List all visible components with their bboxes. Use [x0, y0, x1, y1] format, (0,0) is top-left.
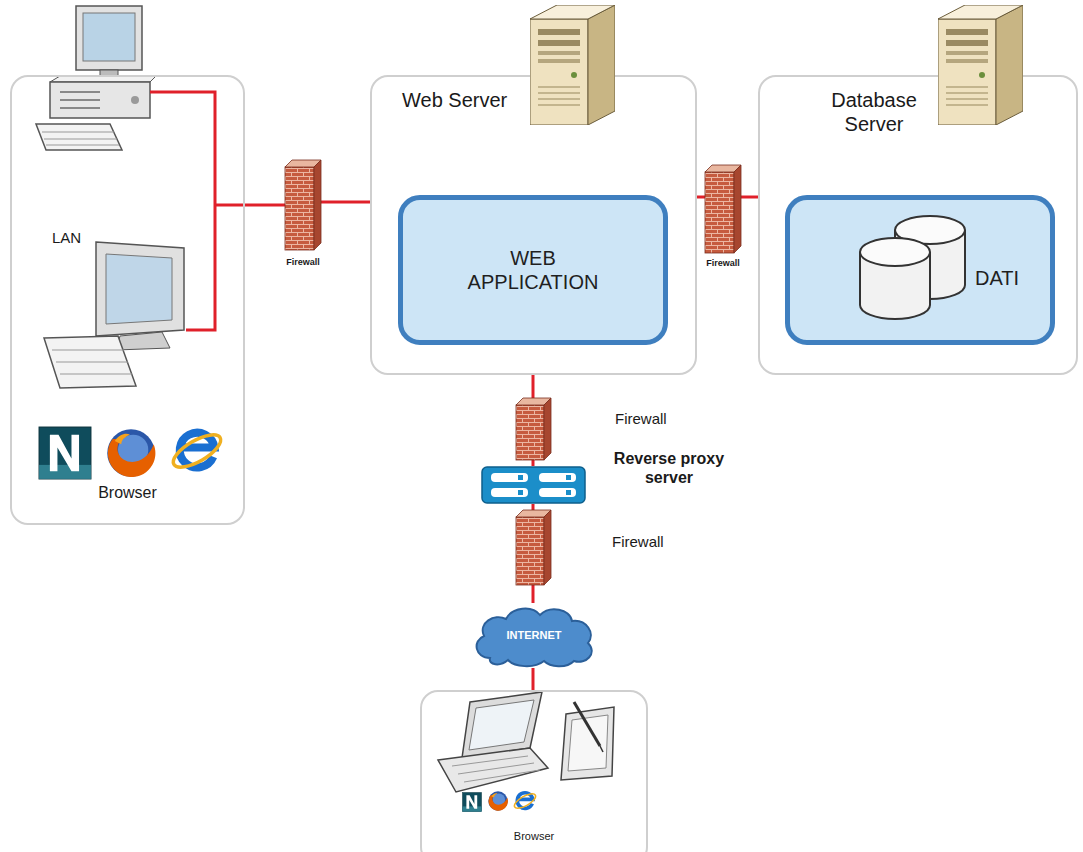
wall-shape: [516, 405, 544, 460]
firewall: Firewall: [516, 510, 551, 585]
monitor-computer: [52, 350, 132, 374]
laptop-computer: [452, 756, 540, 782]
server-box: Web ServerWEB APPLICATION: [370, 75, 697, 375]
wall-shape: [314, 160, 321, 250]
monitor-computer: [96, 242, 184, 336]
network-link: [321, 201, 370, 204]
tablet-device: [561, 702, 614, 780]
tablet-device: [574, 702, 600, 746]
browser-icons: [488, 791, 508, 810]
wall-shape: [544, 510, 551, 585]
internet-cloud: INTERNET: [470, 603, 598, 668]
desktop-computer: [76, 6, 142, 70]
proxy-shape: [491, 473, 528, 482]
firewall: Firewall: [285, 160, 321, 250]
node-label: Firewall: [615, 410, 667, 428]
laptop-computer: [438, 748, 548, 792]
server-icon: [530, 5, 615, 125]
node-label: DATI: [975, 266, 1019, 290]
node-label: LAN: [52, 229, 81, 247]
wall-shape: [516, 398, 551, 460]
proxy-shape: [539, 473, 576, 482]
monitor-computer: [106, 254, 172, 324]
monitor-computer: [44, 336, 136, 388]
monitor-computer: [116, 332, 170, 350]
tablet-device: [561, 707, 614, 780]
node-label: INTERNET: [507, 629, 562, 642]
network-link: [532, 504, 535, 510]
firewall: Firewall: [516, 398, 551, 460]
node-label: Firewall: [273, 257, 333, 268]
proxy-shape: [491, 488, 528, 497]
application-box: WEB APPLICATION: [398, 195, 668, 345]
wall-shape: [516, 510, 551, 585]
network-link: [532, 375, 535, 398]
desktop-computer: [42, 132, 119, 145]
server-icon: [938, 5, 1023, 125]
proxy-shape: [481, 466, 586, 504]
firewall: Firewall: [705, 165, 741, 253]
data-box: DATI: [785, 195, 1055, 345]
proxy-server: Reverse proxy server: [481, 466, 586, 504]
wall-shape: [734, 165, 741, 253]
cloud-shape: [477, 609, 592, 667]
network-link: [532, 460, 535, 466]
desktop-computer: [36, 124, 122, 150]
wall-shape: [705, 165, 741, 253]
tablet-device: [600, 746, 603, 752]
network-link: [245, 204, 285, 207]
desktop-computer: [131, 96, 139, 104]
browser-icons: [39, 427, 91, 479]
wall-shape: [516, 517, 544, 585]
network-link: [532, 585, 535, 603]
wall-shape: [544, 398, 551, 460]
network-link: [697, 196, 705, 199]
proxy-shape: [482, 467, 585, 503]
node-label: Browser: [422, 830, 646, 843]
laptop-computer: [469, 700, 534, 750]
node-label: Reverse proxy server: [599, 449, 739, 487]
client-group: Browser: [420, 690, 648, 852]
node-label: Database Server: [806, 88, 942, 136]
desktop-computer: [83, 13, 135, 61]
browser-icons: [169, 429, 226, 474]
browser-icons: [512, 791, 537, 811]
browser-icons: [462, 791, 537, 812]
network-link: [741, 196, 758, 199]
monitor-computer: [44, 242, 184, 388]
browser-icons: [462, 792, 481, 811]
database-disks: [895, 216, 965, 244]
lan-wire: [150, 92, 245, 330]
wall-shape: [285, 167, 314, 250]
node-label: Firewall: [612, 533, 664, 551]
wall-shape: [285, 160, 321, 250]
proxy-shape: [518, 475, 523, 480]
database-disks: [895, 230, 965, 299]
browser-icons: [107, 429, 155, 477]
desktop-computer: [36, 6, 156, 150]
proxy-shape: [566, 490, 571, 495]
wall-shape: [705, 172, 734, 253]
laptop-computer: [438, 692, 548, 792]
node-label: Web Server: [402, 88, 507, 112]
node-label: Firewall: [693, 258, 753, 269]
lan-group: LAN Browser: [10, 75, 245, 525]
database-disks: [860, 252, 930, 319]
network-link: [532, 668, 535, 690]
desktop-computer: [50, 82, 150, 118]
database-disks: [860, 238, 930, 266]
proxy-shape: [518, 490, 523, 495]
server-box: Database ServerDATI: [758, 75, 1078, 375]
node-label: WEB APPLICATION: [443, 246, 623, 294]
desktop-computer: [60, 92, 100, 108]
database-disks: [860, 216, 965, 319]
node-label: Browser: [12, 483, 243, 502]
browser-icons: [39, 427, 225, 479]
proxy-shape: [566, 475, 571, 480]
proxy-shape: [539, 488, 576, 497]
